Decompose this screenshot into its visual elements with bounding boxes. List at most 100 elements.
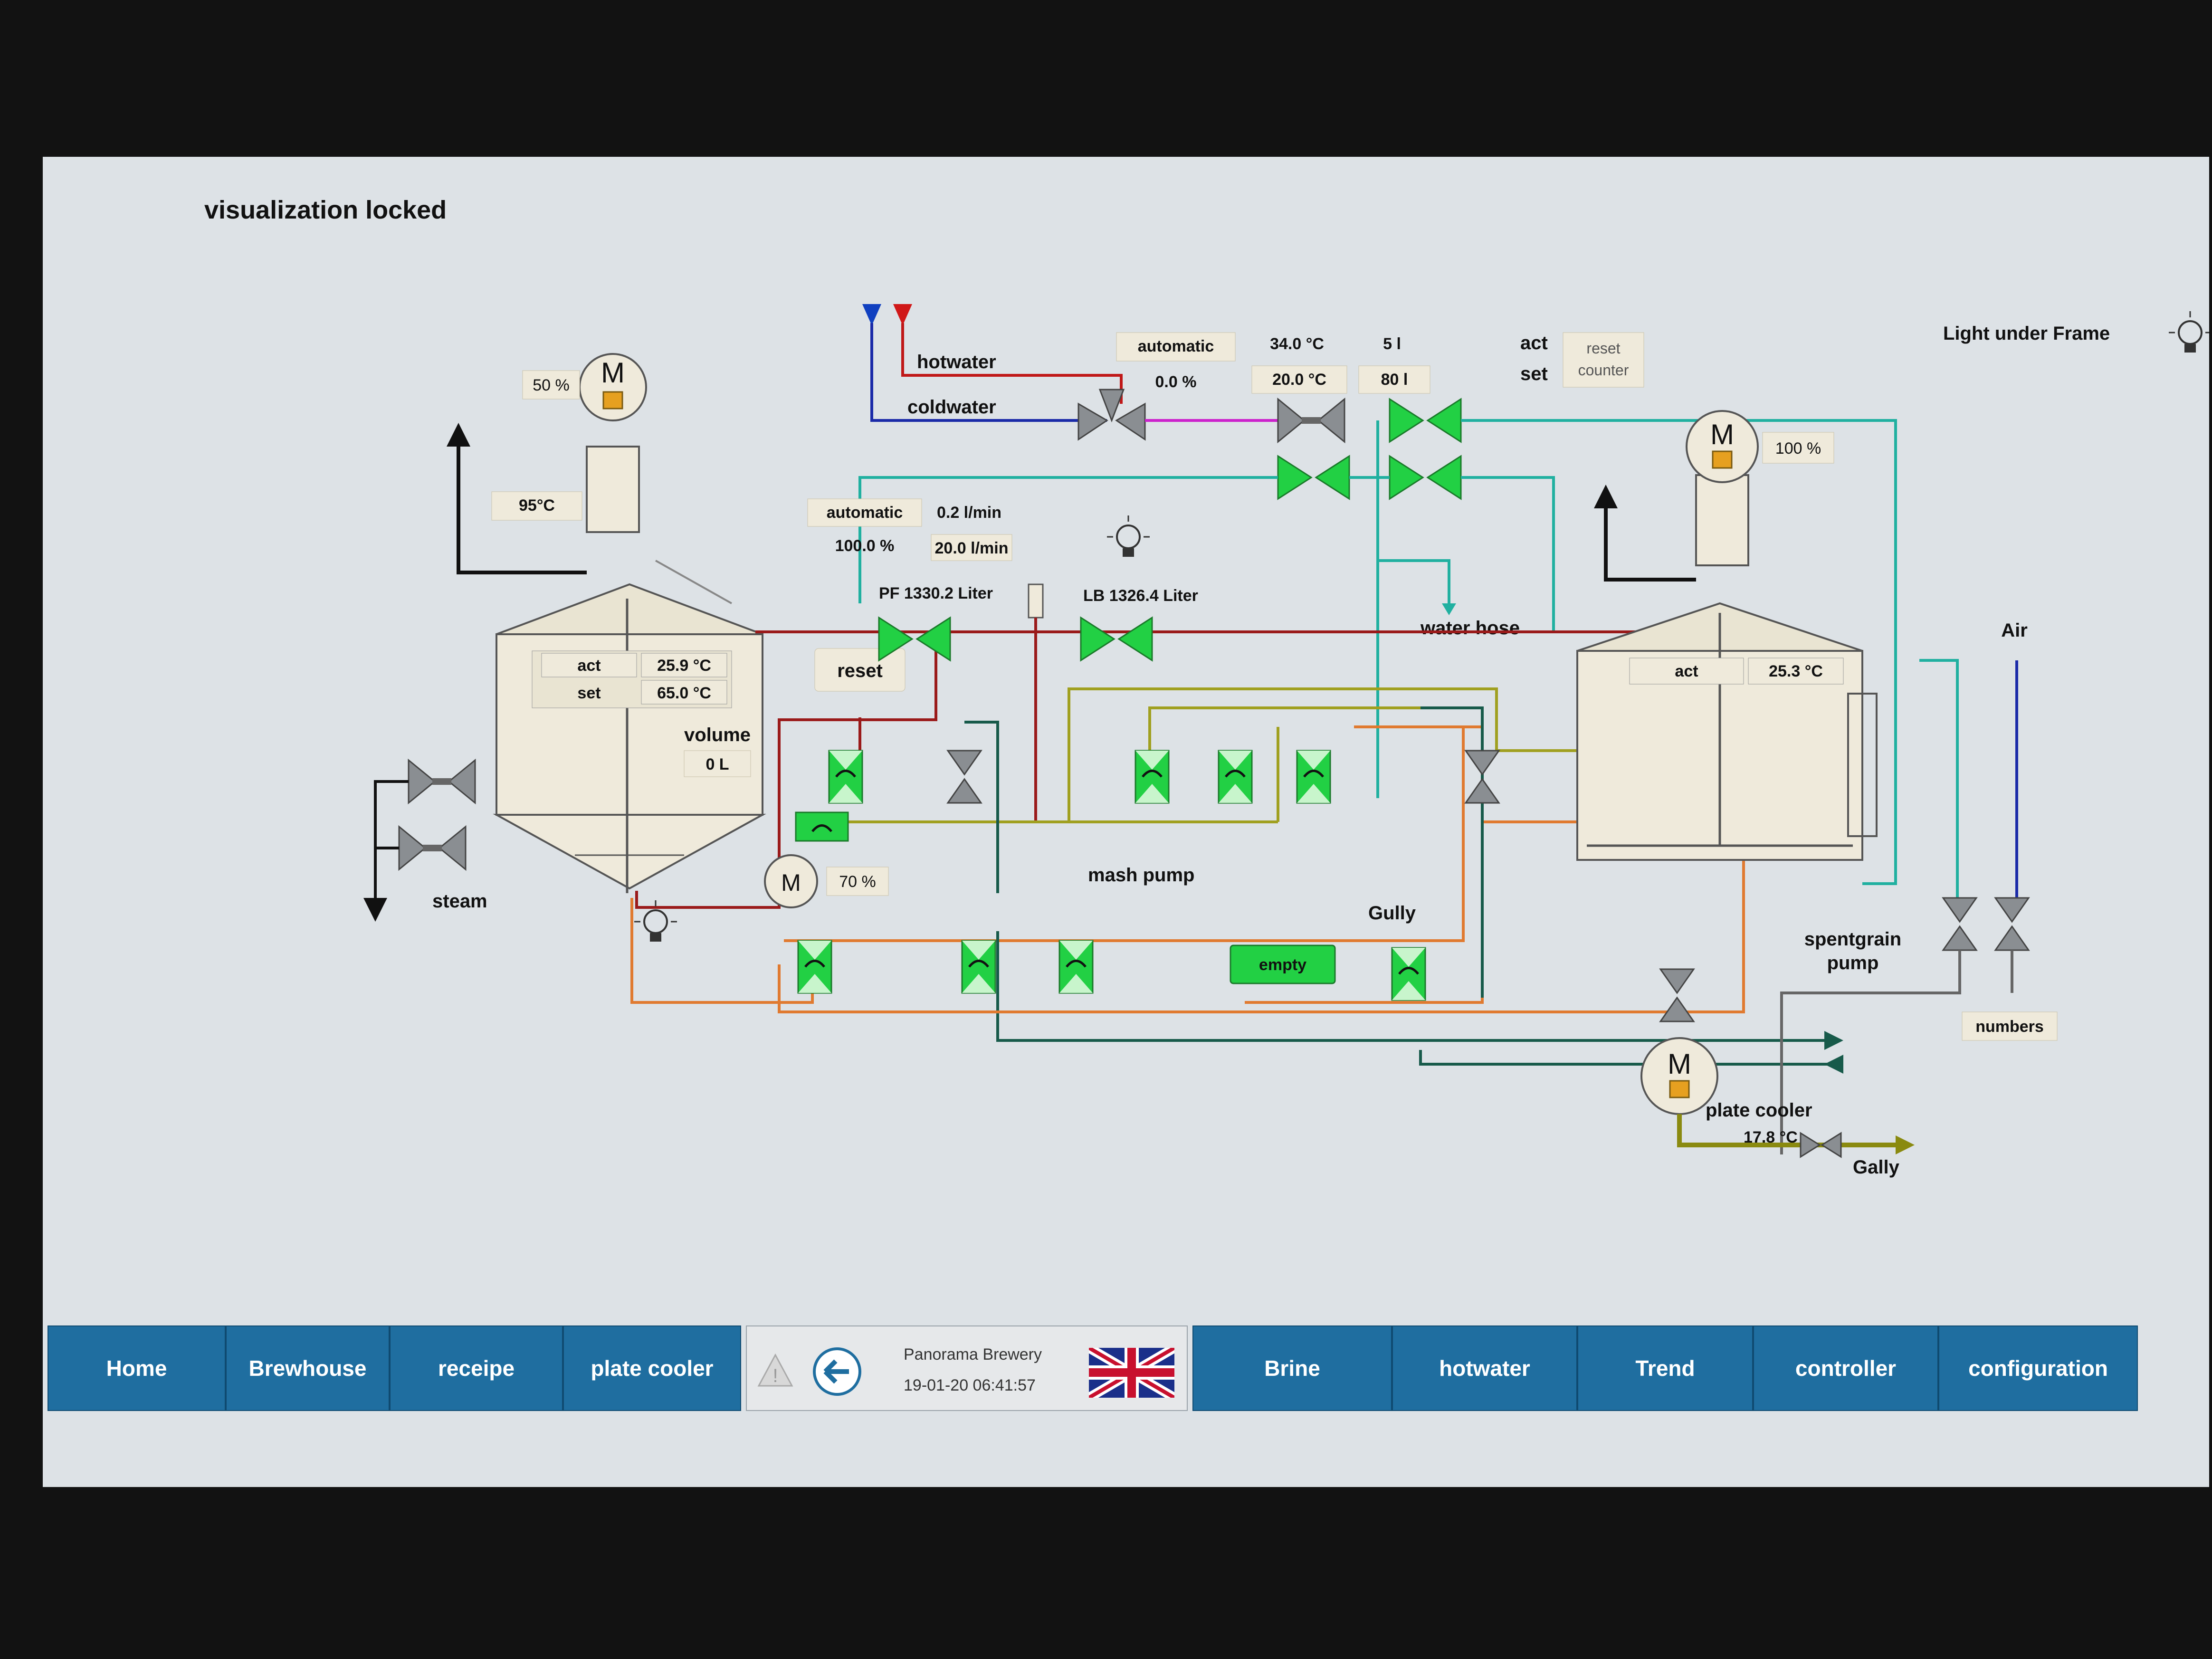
nav-brewhouse-button[interactable]: Brewhouse (226, 1325, 390, 1411)
air-label: Air (2001, 620, 2028, 641)
plate-cooler-out-arrow-icon (1824, 1031, 1843, 1050)
valve-v6[interactable] (1297, 751, 1330, 803)
reset-button-label: reset (837, 660, 883, 681)
nav-configuration-button[interactable]: configuration (1938, 1325, 2138, 1411)
water-valve-3[interactable] (1277, 455, 1350, 500)
lb-valve[interactable] (1080, 617, 1153, 661)
nav-hotwater-button[interactable]: hotwater (1392, 1325, 1577, 1411)
spentgrain-pump-label-line1: spentgrain (1804, 929, 1901, 950)
water-valve-4[interactable] (1389, 455, 1462, 500)
lauter-act-value: 25.3 °C (1769, 662, 1823, 680)
water-temp-act: 34.0 °C (1270, 335, 1324, 353)
valve-v8[interactable] (798, 941, 831, 993)
navigation-bar: Home Brewhouse receipe plate cooler ! Pa… (43, 1325, 2209, 1421)
nav-receipe-button[interactable]: receipe (390, 1325, 563, 1411)
gally-arrow-icon (1896, 1135, 1915, 1154)
water-volume-set: 80 l (1381, 371, 1408, 389)
nav-controller-button[interactable]: controller (1753, 1325, 1938, 1411)
water-hose-label: water hose (1420, 618, 1520, 639)
mash-temp-limit-box[interactable] (491, 491, 582, 521)
light-bulb-icon[interactable] (2168, 310, 2209, 353)
mash-pump-speed-box[interactable] (826, 867, 889, 896)
valve-v11[interactable] (1392, 948, 1425, 1000)
mash-act-value: 25.9 °C (657, 657, 711, 675)
mash-volume-value: 0 L (706, 755, 729, 773)
valve-v4[interactable] (1135, 751, 1169, 803)
plate-cooler-in-arrow-icon (1824, 1055, 1843, 1074)
vapor-arrow-icon (447, 423, 470, 447)
water-temp-set-box[interactable] (1251, 365, 1347, 394)
pf-volume: PF 1330.2 Liter (879, 584, 993, 602)
flow-set-box[interactable] (931, 534, 1012, 561)
water-volume-set-box[interactable] (1358, 365, 1430, 394)
lock-icon (1712, 450, 1733, 469)
mash-agitator-percent: 50 % (533, 376, 570, 394)
valve-v2[interactable] (795, 811, 849, 842)
valve-v10[interactable] (1059, 941, 1093, 993)
water-valve-1[interactable] (1277, 398, 1345, 443)
hmi-screen: visualization locked Light under Frame h… (43, 157, 2209, 1487)
reset-counter-button[interactable] (1563, 332, 1644, 388)
nav-home-button[interactable]: Home (48, 1325, 226, 1411)
spentgrain-pump-label-line2: pump (1827, 953, 1879, 973)
numbers-button[interactable] (1962, 1011, 2058, 1041)
valve-v9[interactable] (962, 941, 995, 993)
nav-trend-button[interactable]: Trend (1577, 1325, 1753, 1411)
valve-v5[interactable] (1219, 751, 1252, 803)
warning-icon[interactable]: ! (756, 1353, 794, 1388)
empty-button-label: empty (1259, 956, 1306, 974)
lauter-agitator-percent: 100 % (1775, 439, 1821, 458)
mash-pump-motor[interactable] (764, 854, 818, 908)
steam-valve-2[interactable] (398, 826, 467, 870)
mash-volume-box (684, 750, 751, 777)
air-valve-2[interactable] (1994, 897, 2030, 951)
steam-label: steam (432, 891, 487, 912)
water-set-label: set (1520, 363, 1548, 384)
nav-brine-button[interactable]: Brine (1192, 1325, 1392, 1411)
nav-plate-cooler-button[interactable]: plate cooler (563, 1325, 741, 1411)
brewery-name: Panorama Brewery (904, 1345, 1042, 1363)
water-mode-box[interactable] (1116, 332, 1236, 362)
flow-act-rate: 0.2 l/min (937, 504, 1001, 522)
valve-v1[interactable] (829, 751, 862, 803)
lauter-agitator-percent-box[interactable] (1762, 432, 1834, 464)
hotwater-arrow-icon (893, 304, 912, 325)
water-valve-2[interactable] (1389, 398, 1462, 443)
mash-pump-label: mash pump (1088, 865, 1194, 886)
steam-valve-1[interactable] (408, 759, 476, 804)
mash-set-box[interactable] (641, 680, 727, 705)
process-diagram: visualization locked Light under Frame h… (204, 196, 2209, 1178)
spentgrain-motor-letter: M (1668, 1048, 1691, 1080)
gally-label: Gally (1853, 1157, 1900, 1178)
air-valve-1[interactable] (1942, 897, 1977, 951)
uk-flag-icon[interactable] (1089, 1348, 1174, 1398)
lauter-agitator-motor[interactable] (1686, 410, 1759, 483)
lauter-act-box (1748, 658, 1844, 685)
svg-text:!: ! (772, 1365, 778, 1386)
mash-motor-letter: M (601, 357, 625, 389)
gully-label: Gully (1368, 903, 1416, 924)
mash-agitator-percent-box[interactable] (522, 370, 580, 400)
mash-act-label: act (577, 657, 601, 675)
back-arrow-icon[interactable] (811, 1345, 863, 1398)
pf-valve[interactable] (878, 617, 951, 661)
lauter-outlet-valve[interactable] (1659, 968, 1695, 1022)
mixing-valve[interactable] (1077, 389, 1146, 441)
plate-cooler-label: plate cooler (1706, 1100, 1812, 1121)
flow-mode-box[interactable] (807, 498, 922, 527)
lauter-tun-vessel (1576, 602, 1878, 861)
mash-temp-limit: 95°C (519, 496, 555, 515)
plate-cooler-temp: 17.8 °C (1744, 1128, 1798, 1146)
lock-icon (1669, 1080, 1690, 1098)
spentgrain-valve[interactable] (1800, 1132, 1842, 1158)
mash-agitator-drive (586, 446, 640, 533)
light-bulb-icon[interactable] (1106, 515, 1151, 558)
flow-meter (1028, 583, 1044, 619)
lauter-act-label: act (1675, 662, 1698, 680)
coldwater-label: coldwater (907, 397, 996, 418)
vapor-arrow-icon (1594, 485, 1618, 508)
valve-v3[interactable] (947, 750, 982, 804)
reset-button[interactable] (814, 648, 906, 692)
water-volume-act: 5 l (1383, 335, 1401, 353)
empty-button[interactable] (1230, 944, 1336, 984)
